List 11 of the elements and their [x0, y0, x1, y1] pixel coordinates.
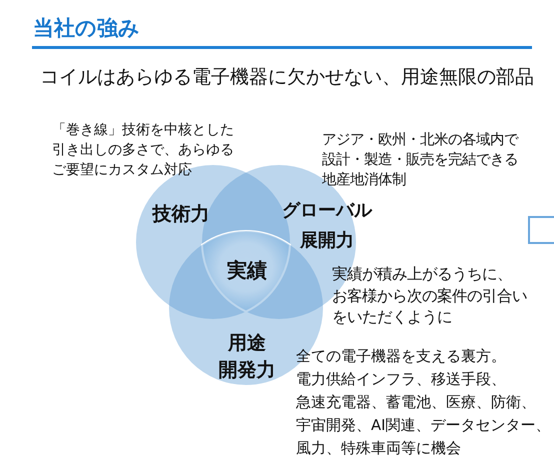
- description-text: 全ての電子機器を支える裏方。電力供給インフラ、移送手段、急速充電器、蓄電池、医療、防衛、宇宙開発、AI関連、データセンター、風力、特殊車両等に機会: [296, 347, 550, 459]
- description-text: 実績が積み上がるうちに、お客様から次の案件の引合いをいただくように: [332, 264, 527, 328]
- circle-label: グローバル展開力: [282, 199, 372, 253]
- description-text: 「巻き線」技術を中核とした引き出しの多さで、あらゆるご要望にカスタム対応: [52, 121, 234, 180]
- circle-label: 技術力: [152, 202, 210, 226]
- circle-label: 用途開発力: [218, 331, 276, 383]
- cropped-box: [528, 216, 554, 244]
- circle-label: 実績: [227, 257, 267, 283]
- subtitle: コイルはあらゆる電子機器に欠かせない、用途無限の部品: [40, 66, 534, 90]
- description-text: アジア・欧州・北米の各域内で設計・製造・販売を完結できる地産地消体制: [322, 131, 518, 190]
- page-title: 当社の強み: [33, 15, 140, 41]
